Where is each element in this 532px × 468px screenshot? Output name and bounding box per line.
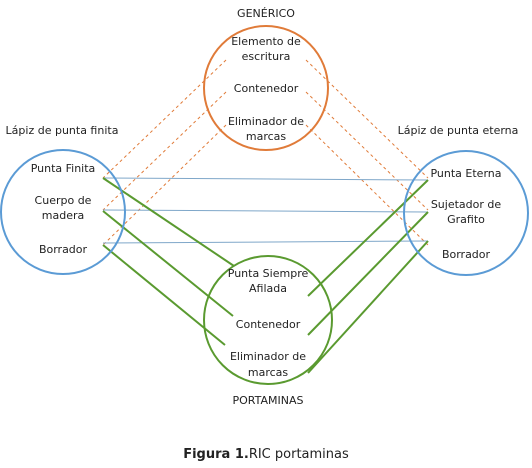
left-item-eraser: Borrador: [39, 243, 88, 256]
mapping-line-left-right-2: [102, 209, 429, 213]
mapping-line-left-portaminas-2: [102, 210, 234, 317]
generic-item-eraser-line2: marcas: [246, 130, 287, 143]
mapping-line-right-portaminas-1: [307, 179, 429, 297]
mapping-line-right-portaminas-2: [307, 211, 429, 336]
porta-item-eraser-line2: marcas: [248, 366, 289, 379]
mapping-line-left-portaminas-1: [102, 177, 235, 267]
generic-item-writing-line1: Elemento de: [231, 35, 301, 48]
mapping-line-generic-right-1: [305, 59, 429, 179]
figure-caption-text: RIC portaminas: [248, 447, 349, 462]
generic-item-eraser-line1: Eliminador de: [228, 115, 304, 128]
mapping-line-generic-left-2: [102, 91, 227, 211]
finite-pencil-circle: [0, 149, 126, 275]
porta-item-sharp-tip-line1: Punta Siempre: [228, 267, 309, 280]
portaminas-title: PORTAMINAS: [233, 394, 304, 407]
mapping-line-generic-left-3: [102, 124, 227, 246]
generic-circle: [203, 25, 329, 151]
mapping-line-generic-right-3: [305, 124, 429, 246]
left-right-mapping-lines: [102, 177, 429, 244]
generic-title: GENÉRICO: [237, 7, 295, 20]
right-item-eternal-tip: Punta Eterna: [430, 167, 501, 180]
right-item-holder-line1: Sujetador de: [431, 198, 502, 211]
figure-caption: Figura 1.RIC portaminas: [0, 447, 532, 462]
porta-item-eraser-line1: Eliminador de: [230, 350, 306, 363]
mapping-line-left-right-1: [102, 177, 429, 181]
left-item-fine-tip: Punta Finita: [31, 162, 96, 175]
generic-item-writing-line2: escritura: [242, 50, 291, 63]
left-item-body-line1: Cuerpo de: [35, 194, 92, 207]
portaminas-circle: [203, 255, 333, 385]
mapping-line-left-right-3: [102, 240, 429, 244]
eternal-pencil-circle: [403, 150, 529, 276]
mapping-line-right-portaminas-3: [307, 240, 429, 374]
generic-mapping-lines: [102, 59, 429, 246]
porta-item-sharp-tip-line2: Afilada: [249, 282, 287, 295]
ric-diagram: GENÉRICO Lápiz de punta finita Lápiz de …: [0, 7, 529, 407]
left-item-body-line2: madera: [42, 209, 84, 222]
generic-item-container: Contenedor: [234, 82, 299, 95]
left-title: Lápiz de punta finita: [6, 124, 119, 137]
right-item-eraser: Borrador: [442, 248, 491, 261]
porta-item-container: Contenedor: [236, 318, 301, 331]
mapping-line-generic-left-1: [102, 59, 227, 179]
right-title: Lápiz de punta eterna: [398, 124, 519, 137]
mapping-line-generic-right-2: [305, 91, 429, 211]
figure-caption-label: Figura 1.: [183, 447, 249, 462]
right-item-holder-line2: Grafito: [447, 213, 485, 226]
